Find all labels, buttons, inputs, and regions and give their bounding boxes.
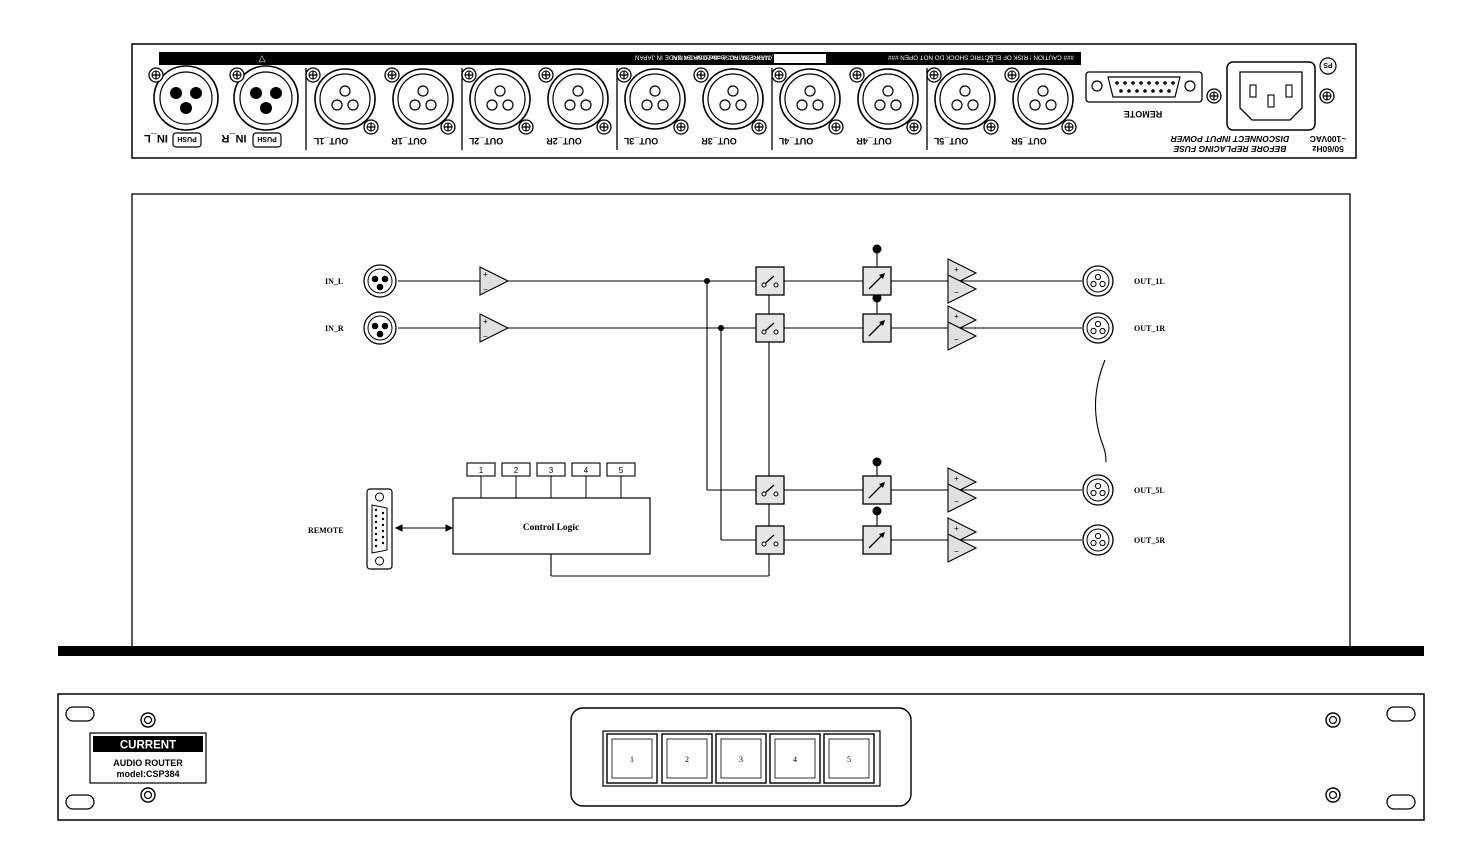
- rear-panel: ### CAUTION ! RISK OF ELECTRIC SHOCK DO …: [131, 43, 1357, 159]
- warning-triangle-icon: △: [259, 53, 266, 63]
- diagram-input-l-icon: [363, 264, 397, 298]
- diagram-output-icon: [1082, 312, 1114, 344]
- screw-icon: [148, 67, 164, 83]
- connector-label: OUT_4L: [778, 136, 813, 146]
- screw-icon: [1319, 88, 1335, 104]
- front-button-1[interactable]: 1: [606, 733, 658, 784]
- connector-label: IN_R: [221, 132, 246, 144]
- svg-text:PS: PS: [1323, 61, 1333, 68]
- front-button-2[interactable]: 2: [661, 733, 713, 784]
- diagram-output-icon: [1082, 474, 1114, 506]
- diagram-key-label: 4: [584, 466, 589, 475]
- diagram-output-label: OUT_1R: [1134, 324, 1165, 333]
- push-label: PUSH: [257, 135, 276, 142]
- control-logic-block: [452, 497, 651, 555]
- front-button-5[interactable]: 5: [823, 733, 875, 784]
- rack-slot: [1386, 794, 1416, 810]
- diagram-output-label: OUT_1L: [1134, 277, 1165, 286]
- rack-divider: [58, 646, 1424, 656]
- serial-plate: [774, 54, 826, 63]
- front-button-label: 5: [847, 755, 851, 764]
- connector-label: OUT_2L: [468, 136, 503, 146]
- diagram-output-icon: [1082, 265, 1114, 297]
- connector-label: OUT_4R: [856, 136, 892, 146]
- volume-control-icon: [862, 475, 892, 505]
- power-rating-line1: ~100VAC: [1310, 134, 1346, 144]
- product-model: model:CSP384: [116, 769, 179, 779]
- switch-icon: [755, 266, 785, 296]
- front-button-3[interactable]: 3: [715, 733, 767, 784]
- diagram-key-label: 3: [549, 466, 554, 475]
- rack-slot: [1386, 706, 1416, 722]
- diagram-input-r-icon: [363, 311, 397, 345]
- banner-spec-text: 100VAC 50/60Hz, MAX=20W FUSE=5x20mm 1A M…: [635, 54, 822, 61]
- front-button-label: 2: [685, 755, 689, 764]
- pse-mark-icon: PS: [1319, 57, 1337, 75]
- connector-label: OUT_5L: [933, 136, 968, 146]
- fuse-warning-line1: DISCONNECT INPUT POWER: [1170, 134, 1289, 144]
- warning-banner: [159, 52, 1081, 65]
- front-button-label: 3: [739, 755, 743, 764]
- power-rating-line2: 50/60Hz: [1312, 144, 1344, 154]
- diagram-key-label: 1: [479, 466, 484, 475]
- diagram-output-label: OUT_5L: [1134, 486, 1165, 495]
- connector-label: IN_L: [144, 132, 168, 144]
- diagram-keys: 1 2 3 4 5: [466, 462, 636, 477]
- remote-dsub-connector: [1085, 71, 1203, 103]
- warning-banner-text: ### CAUTION ! RISK OF ELECTRIC SHOCK DO …: [635, 54, 1074, 61]
- diagram-key-label: 5: [619, 466, 624, 475]
- volume-control-icon: [862, 266, 892, 296]
- front-screw-icon: [140, 712, 1341, 803]
- remote-label: REMOTE: [1124, 109, 1163, 119]
- front-button-4[interactable]: 4: [769, 733, 821, 784]
- connector-label: OUT_5R: [1011, 136, 1047, 146]
- switch-icon: [755, 525, 785, 555]
- diagram-key-label: 2: [514, 466, 519, 475]
- diagram-input-label: IN_L: [325, 277, 343, 286]
- switch-icon: [755, 313, 785, 343]
- switch-icon: [755, 475, 785, 505]
- connector-label: OUT_3L: [623, 136, 658, 146]
- warning-triangle-icon: △: [987, 53, 994, 63]
- rack-slot: [65, 794, 95, 810]
- diagram-remote-dsub-icon: [366, 488, 393, 570]
- product-name: AUDIO ROUTER: [113, 758, 183, 768]
- front-button-label: 4: [793, 755, 797, 764]
- bidirectional-arrow-icon: [394, 524, 454, 532]
- fuse-warning-line2: BEFORE REPLACING FUSE: [1173, 144, 1286, 154]
- diagram-input-label: IN_R: [325, 324, 344, 333]
- control-logic-label: Control Logic: [523, 523, 580, 533]
- power-inlet: [1206, 61, 1335, 131]
- push-label: PUSH: [177, 135, 196, 142]
- connector-label: OUT_1L: [313, 136, 348, 146]
- screw-icon: [229, 67, 245, 83]
- rack-slot: [65, 706, 95, 722]
- volume-control-icon: [862, 525, 892, 555]
- brand-name: CURRENT: [120, 740, 176, 752]
- front-button-label: 1: [630, 755, 634, 764]
- volume-control-icon: [862, 313, 892, 343]
- banner-caution-text: ### CAUTION ! RISK OF ELECTRIC SHOCK DO …: [887, 54, 1074, 61]
- diagram-output-label: OUT_5R: [1134, 536, 1165, 545]
- connector-label: OUT_3R: [701, 136, 737, 146]
- connector-label: OUT_2R: [546, 136, 582, 146]
- diagram-output-icon: [1082, 524, 1114, 556]
- connector-label: OUT_1R: [391, 136, 427, 146]
- diagram-remote-label: REMOTE: [308, 526, 344, 535]
- screw-icon: [1206, 88, 1222, 104]
- block-diagram: IN_L IN_R OUT_1L OUT_1R OUT_5L OUT_5R RE…: [58, 193, 1424, 656]
- banner-model-text: CURRENT,INC. model:CSP384 SN: [673, 54, 772, 61]
